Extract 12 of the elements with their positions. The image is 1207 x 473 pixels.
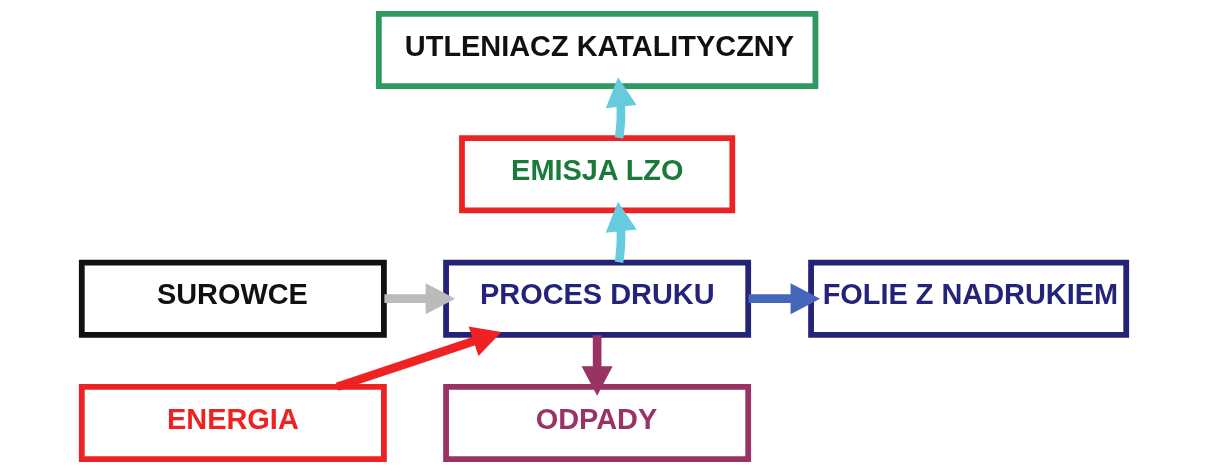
node-box: SUROWCE <box>78 259 387 338</box>
arrow <box>605 77 637 139</box>
node-box: EMISJA LZO <box>458 135 735 214</box>
arrow <box>335 326 502 391</box>
node-box: ODPADY <box>442 383 751 462</box>
arrow <box>383 283 455 315</box>
node-box: PROCES DRUKU <box>442 259 751 338</box>
node-box: FOLIE Z NADRUKIEM <box>807 259 1129 338</box>
node-box: ENERGIA <box>78 383 387 462</box>
arrow <box>581 335 613 396</box>
arrow <box>747 283 820 315</box>
node-box: UTLENIACZ KATALITYCZNY <box>375 11 818 90</box>
